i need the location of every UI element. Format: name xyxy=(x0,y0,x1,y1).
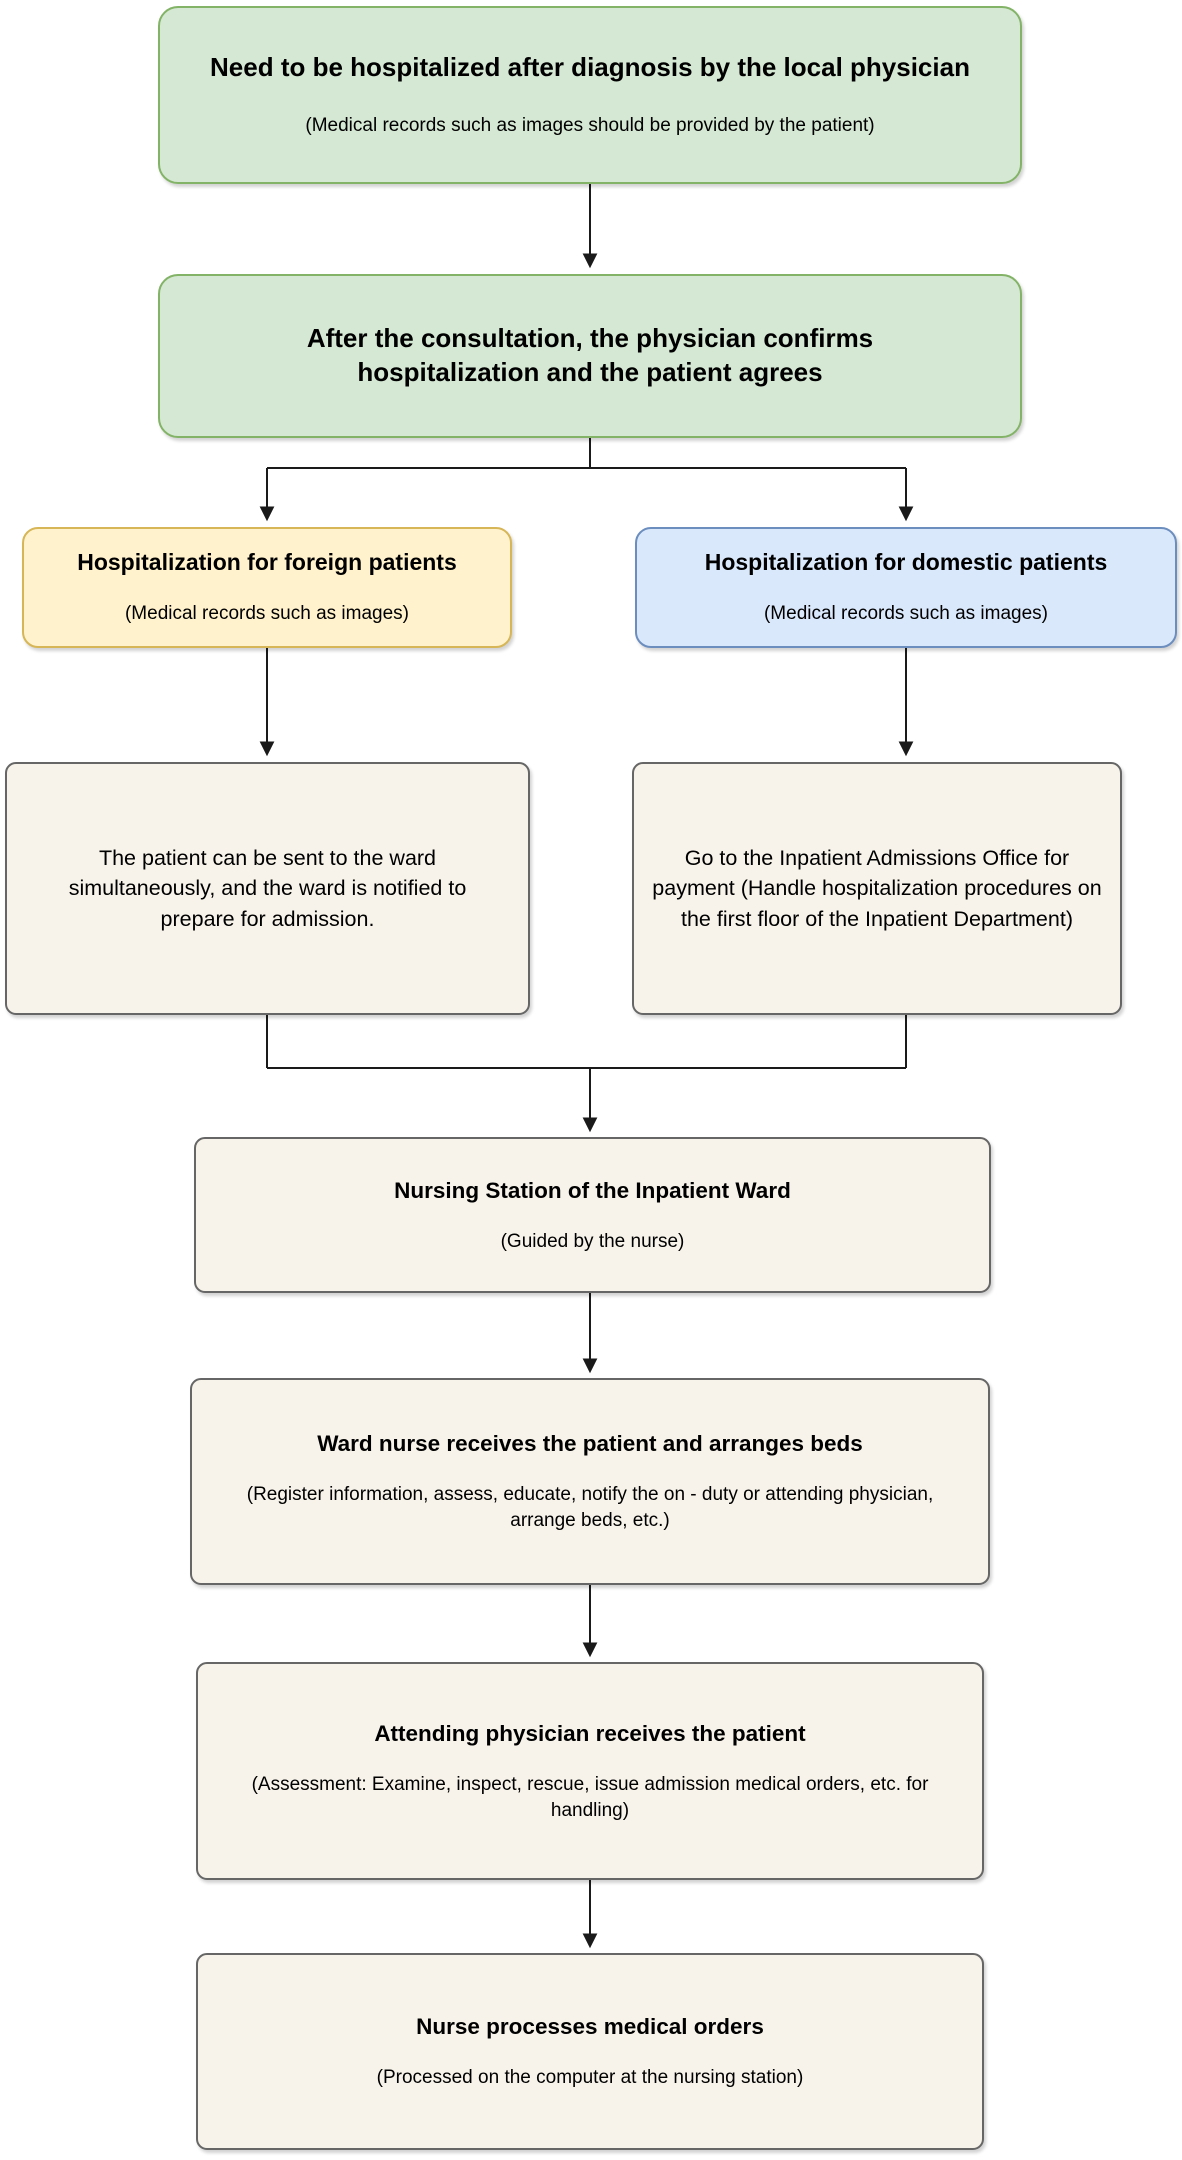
node-ward-notification: The patient can be sent to the ward simu… xyxy=(5,762,530,1015)
node-ward-notification-text: The patient can be sent to the ward simu… xyxy=(68,846,467,931)
node-ward-nurse: Ward nurse receives the patient and arra… xyxy=(190,1378,990,1585)
node-nursing-station: Nursing Station of the Inpatient Ward (G… xyxy=(194,1137,991,1293)
node-diagnosis-title: Need to be hospitalized after diagnosis … xyxy=(210,52,970,83)
node-diagnosis: Need to be hospitalized after diagnosis … xyxy=(158,6,1022,184)
node-attending-physician: Attending physician receives the patient… xyxy=(196,1662,984,1880)
node-foreign-patients: Hospitalization for foreign patients (Me… xyxy=(22,527,512,648)
node-consultation-title: After the consultation, the physician co… xyxy=(306,323,874,387)
node-diagnosis-subtitle: (Medical records such as images should b… xyxy=(305,115,875,137)
node-consultation: After the consultation, the physician co… xyxy=(158,274,1022,438)
node-domestic-patients-title: Hospitalization for domestic patients xyxy=(704,549,1108,576)
node-medical-orders-subtitle: (Processed on the computer at the nursin… xyxy=(376,2067,804,2089)
node-nursing-station-title: Nursing Station of the Inpatient Ward xyxy=(394,1177,791,1203)
node-domestic-patients-subtitle: (Medical records such as images) xyxy=(763,603,1049,625)
node-medical-orders: Nurse processes medical orders (Processe… xyxy=(196,1953,984,2150)
node-admissions-office: Go to the Inpatient Admissions Office fo… xyxy=(632,762,1122,1015)
node-attending-physician-title: Attending physician receives the patient xyxy=(374,1720,806,1746)
node-medical-orders-title: Nurse processes medical orders xyxy=(416,2014,764,2040)
node-nursing-station-subtitle: (Guided by the nurse) xyxy=(500,1230,685,1252)
node-attending-physician-subtitle: (Assessment: Examine, inspect, rescue, i… xyxy=(251,1773,929,1821)
node-admissions-office-text: Go to the Inpatient Admissions Office fo… xyxy=(652,846,1102,931)
node-ward-nurse-title: Ward nurse receives the patient and arra… xyxy=(317,1431,863,1457)
node-foreign-patients-subtitle: (Medical records such as images) xyxy=(124,603,410,625)
node-domestic-patients: Hospitalization for domestic patients (M… xyxy=(635,527,1177,648)
node-foreign-patients-title: Hospitalization for foreign patients xyxy=(77,549,457,576)
node-ward-nurse-subtitle: (Register information, assess, educate, … xyxy=(246,1484,934,1532)
